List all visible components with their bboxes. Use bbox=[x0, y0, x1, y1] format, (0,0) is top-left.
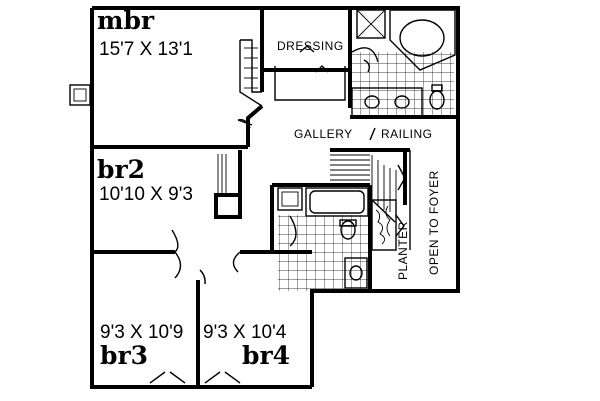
railing-label: RAILING bbox=[381, 127, 433, 141]
planter-label: PLANTER bbox=[396, 221, 410, 280]
open-to-foyer-label: OPEN TO FOYER bbox=[427, 170, 441, 275]
gallery-label: GALLERY bbox=[294, 127, 353, 141]
master-bath-fixtures bbox=[351, 9, 456, 117]
hall-bath-fixtures bbox=[277, 187, 369, 289]
planter bbox=[371, 199, 405, 251]
br4-label: br4 bbox=[242, 341, 290, 370]
br2-dimensions: 10'10 X 9'3 bbox=[99, 184, 193, 205]
br2-closet bbox=[217, 154, 227, 194]
br2-label: br2 bbox=[97, 155, 145, 184]
br3-label: br3 bbox=[100, 341, 148, 370]
br3-dimensions: 9'3 X 10'9 bbox=[100, 322, 183, 343]
mbr-closet-detail bbox=[239, 39, 263, 107]
dressing-label: DRESSING bbox=[277, 39, 344, 53]
exterior-walls bbox=[69, 6, 460, 389]
staircase bbox=[330, 154, 406, 223]
mbr-dimensions: 15'7 X 13'1 bbox=[99, 39, 193, 60]
doors bbox=[149, 45, 371, 384]
br4-dimensions: 9'3 X 10'4 bbox=[203, 322, 287, 343]
railing bbox=[369, 127, 411, 250]
mbr-label: mbr bbox=[97, 6, 155, 35]
